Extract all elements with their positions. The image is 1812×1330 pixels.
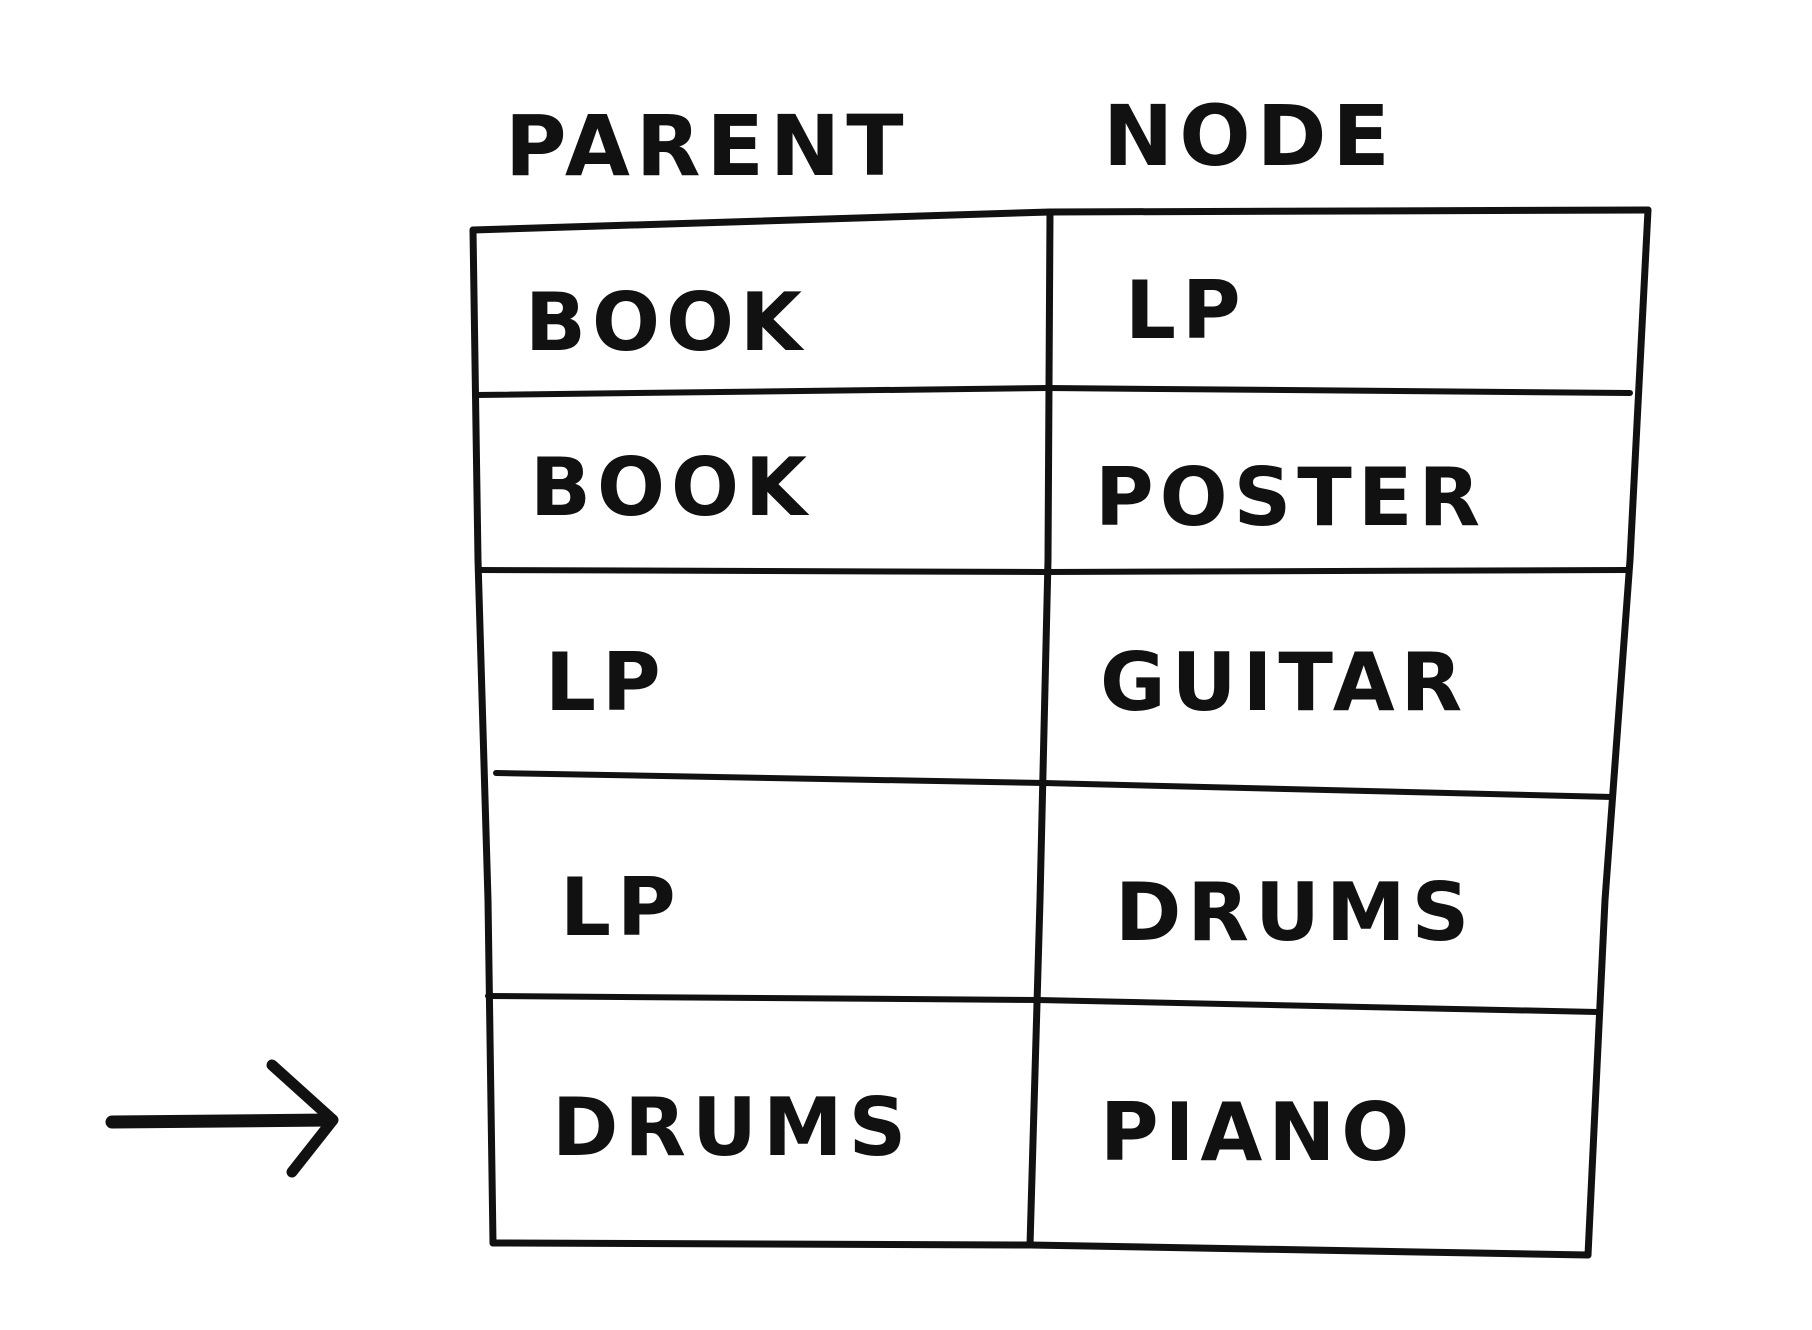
table-row: BOOK LP [525, 264, 1247, 369]
cell-node: GUITAR [1100, 636, 1468, 729]
cell-parent: BOOK [530, 441, 813, 534]
table-bottom-border [489, 1239, 1592, 1259]
column-divider [1026, 208, 1054, 1249]
table-row: LP DRUMS [560, 861, 1475, 959]
cell-parent: LP [560, 861, 682, 954]
table-right-border [1584, 206, 1652, 1259]
table-row: LP GUITAR [545, 636, 1468, 729]
cell-node: DRUMS [1115, 866, 1475, 959]
cell-parent: LP [545, 636, 667, 729]
header-parent: PARENT [505, 97, 910, 195]
right-arrow-icon [105, 1059, 339, 1178]
cell-node: PIANO [1100, 1086, 1415, 1179]
row-divider-4 [485, 993, 1600, 1015]
row-divider-2 [475, 567, 1630, 575]
table-left-border [469, 226, 497, 1247]
cell-node: POSTER [1095, 451, 1486, 544]
table-row-highlighted: DRUMS PIANO [552, 1081, 1415, 1179]
header-node: NODE [1103, 87, 1396, 185]
table-top-border [469, 206, 1652, 234]
row-divider-3 [493, 770, 1615, 800]
cell-parent: BOOK [525, 276, 808, 369]
cell-node: LP [1125, 264, 1247, 357]
table-row: BOOK POSTER [530, 441, 1486, 544]
table-grid [469, 206, 1652, 1259]
row-divider-1 [473, 385, 1633, 398]
cell-parent: DRUMS [552, 1081, 912, 1174]
